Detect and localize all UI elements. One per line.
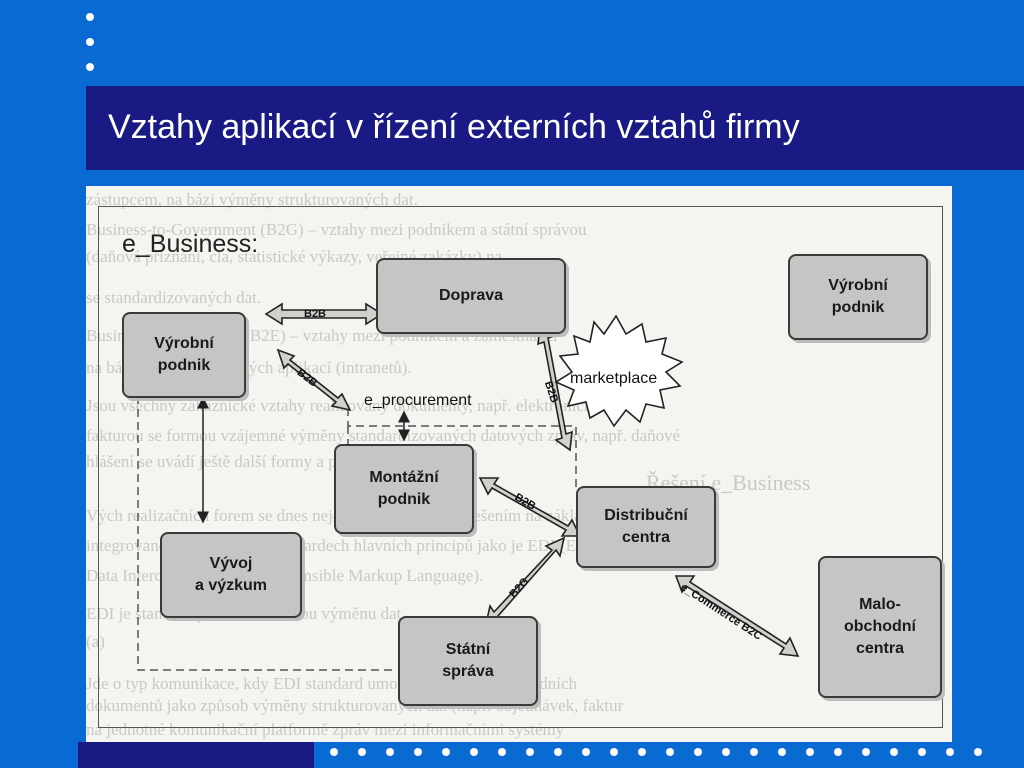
node-maloobchodni-centra: Malo- obchodní centra xyxy=(818,556,942,698)
decor-dot xyxy=(638,748,646,756)
decor-dot xyxy=(582,748,590,756)
decor-dot xyxy=(946,748,954,756)
decor-dot xyxy=(918,748,926,756)
marketplace-starburst xyxy=(554,314,684,428)
ghost-line: se standardizovaných dat. xyxy=(86,288,262,307)
ghost-line: na jednotné komunikační platformě zpráv … xyxy=(86,720,565,739)
decor-dot xyxy=(862,748,870,756)
node-vyrobni-podnik-left: Výrobní podnik xyxy=(122,312,246,398)
ghost-line: fakturou se formou vzájemné výměny stand… xyxy=(86,426,681,445)
arrow-b2b-marketplace xyxy=(537,324,573,452)
decor-dot xyxy=(666,748,674,756)
arrow-b2b-eproc xyxy=(276,348,352,412)
decor-dot xyxy=(694,748,702,756)
diagram-heading: e_Business: xyxy=(122,230,259,258)
diagram-figure: zástupcem, na bázi výměny strukturovanýc… xyxy=(86,186,952,742)
node-doprava: Doprava xyxy=(376,258,566,334)
ghost-line: (a) xyxy=(86,632,105,651)
decor-dot xyxy=(442,748,450,756)
arrow-b2c xyxy=(674,575,800,657)
decor-dot xyxy=(778,748,786,756)
slide-title: Vztahy aplikací v řízení externích vztah… xyxy=(108,108,800,146)
label-marketplace: marketplace xyxy=(570,370,658,387)
decor-dot xyxy=(974,748,982,756)
decor-dot xyxy=(86,13,94,21)
label-e-procurement: e_procurement xyxy=(364,392,472,409)
decor-dot xyxy=(498,748,506,756)
dashed-boundary xyxy=(137,396,396,671)
ghost-line: Business-to-Government (B2G) – vztahy me… xyxy=(86,220,587,239)
edge-label-b2b-doprava: B2B xyxy=(304,308,327,320)
bottom-bar xyxy=(78,742,314,768)
title-bar: Vztahy aplikací v řízení externích vztah… xyxy=(86,86,1024,170)
decor-dot xyxy=(358,748,366,756)
decor-dot xyxy=(890,748,898,756)
dashed-boundary xyxy=(347,408,577,488)
node-statni-sprava: Státní správa xyxy=(398,616,538,706)
decor-dot xyxy=(414,748,422,756)
decor-dot xyxy=(834,748,842,756)
decor-dot xyxy=(554,748,562,756)
node-distribucni-centra: Distribuční centra xyxy=(576,486,716,568)
decor-dot xyxy=(386,748,394,756)
ghost-line: hlášení se uvádí ještě další formy a pro… xyxy=(86,452,405,471)
decor-dot xyxy=(470,748,478,756)
decor-dot xyxy=(86,63,94,71)
decor-dot xyxy=(750,748,758,756)
node-vyvoj-a-vyzkum: Vývoj a výzkum xyxy=(160,532,302,618)
node-montazni-podnik: Montážní podnik xyxy=(334,444,474,534)
decor-dot xyxy=(722,748,730,756)
decor-dot xyxy=(330,748,338,756)
decor-dot xyxy=(806,748,814,756)
decor-dot xyxy=(526,748,534,756)
decor-dot xyxy=(610,748,618,756)
decor-dot xyxy=(86,38,94,46)
diagram-frame xyxy=(98,206,943,728)
node-vyrobni-podnik-right: Výrobní podnik xyxy=(788,254,928,340)
ghost-line: zástupcem, na bázi výměny strukturovanýc… xyxy=(86,190,418,209)
diagram-connectors xyxy=(137,302,800,671)
